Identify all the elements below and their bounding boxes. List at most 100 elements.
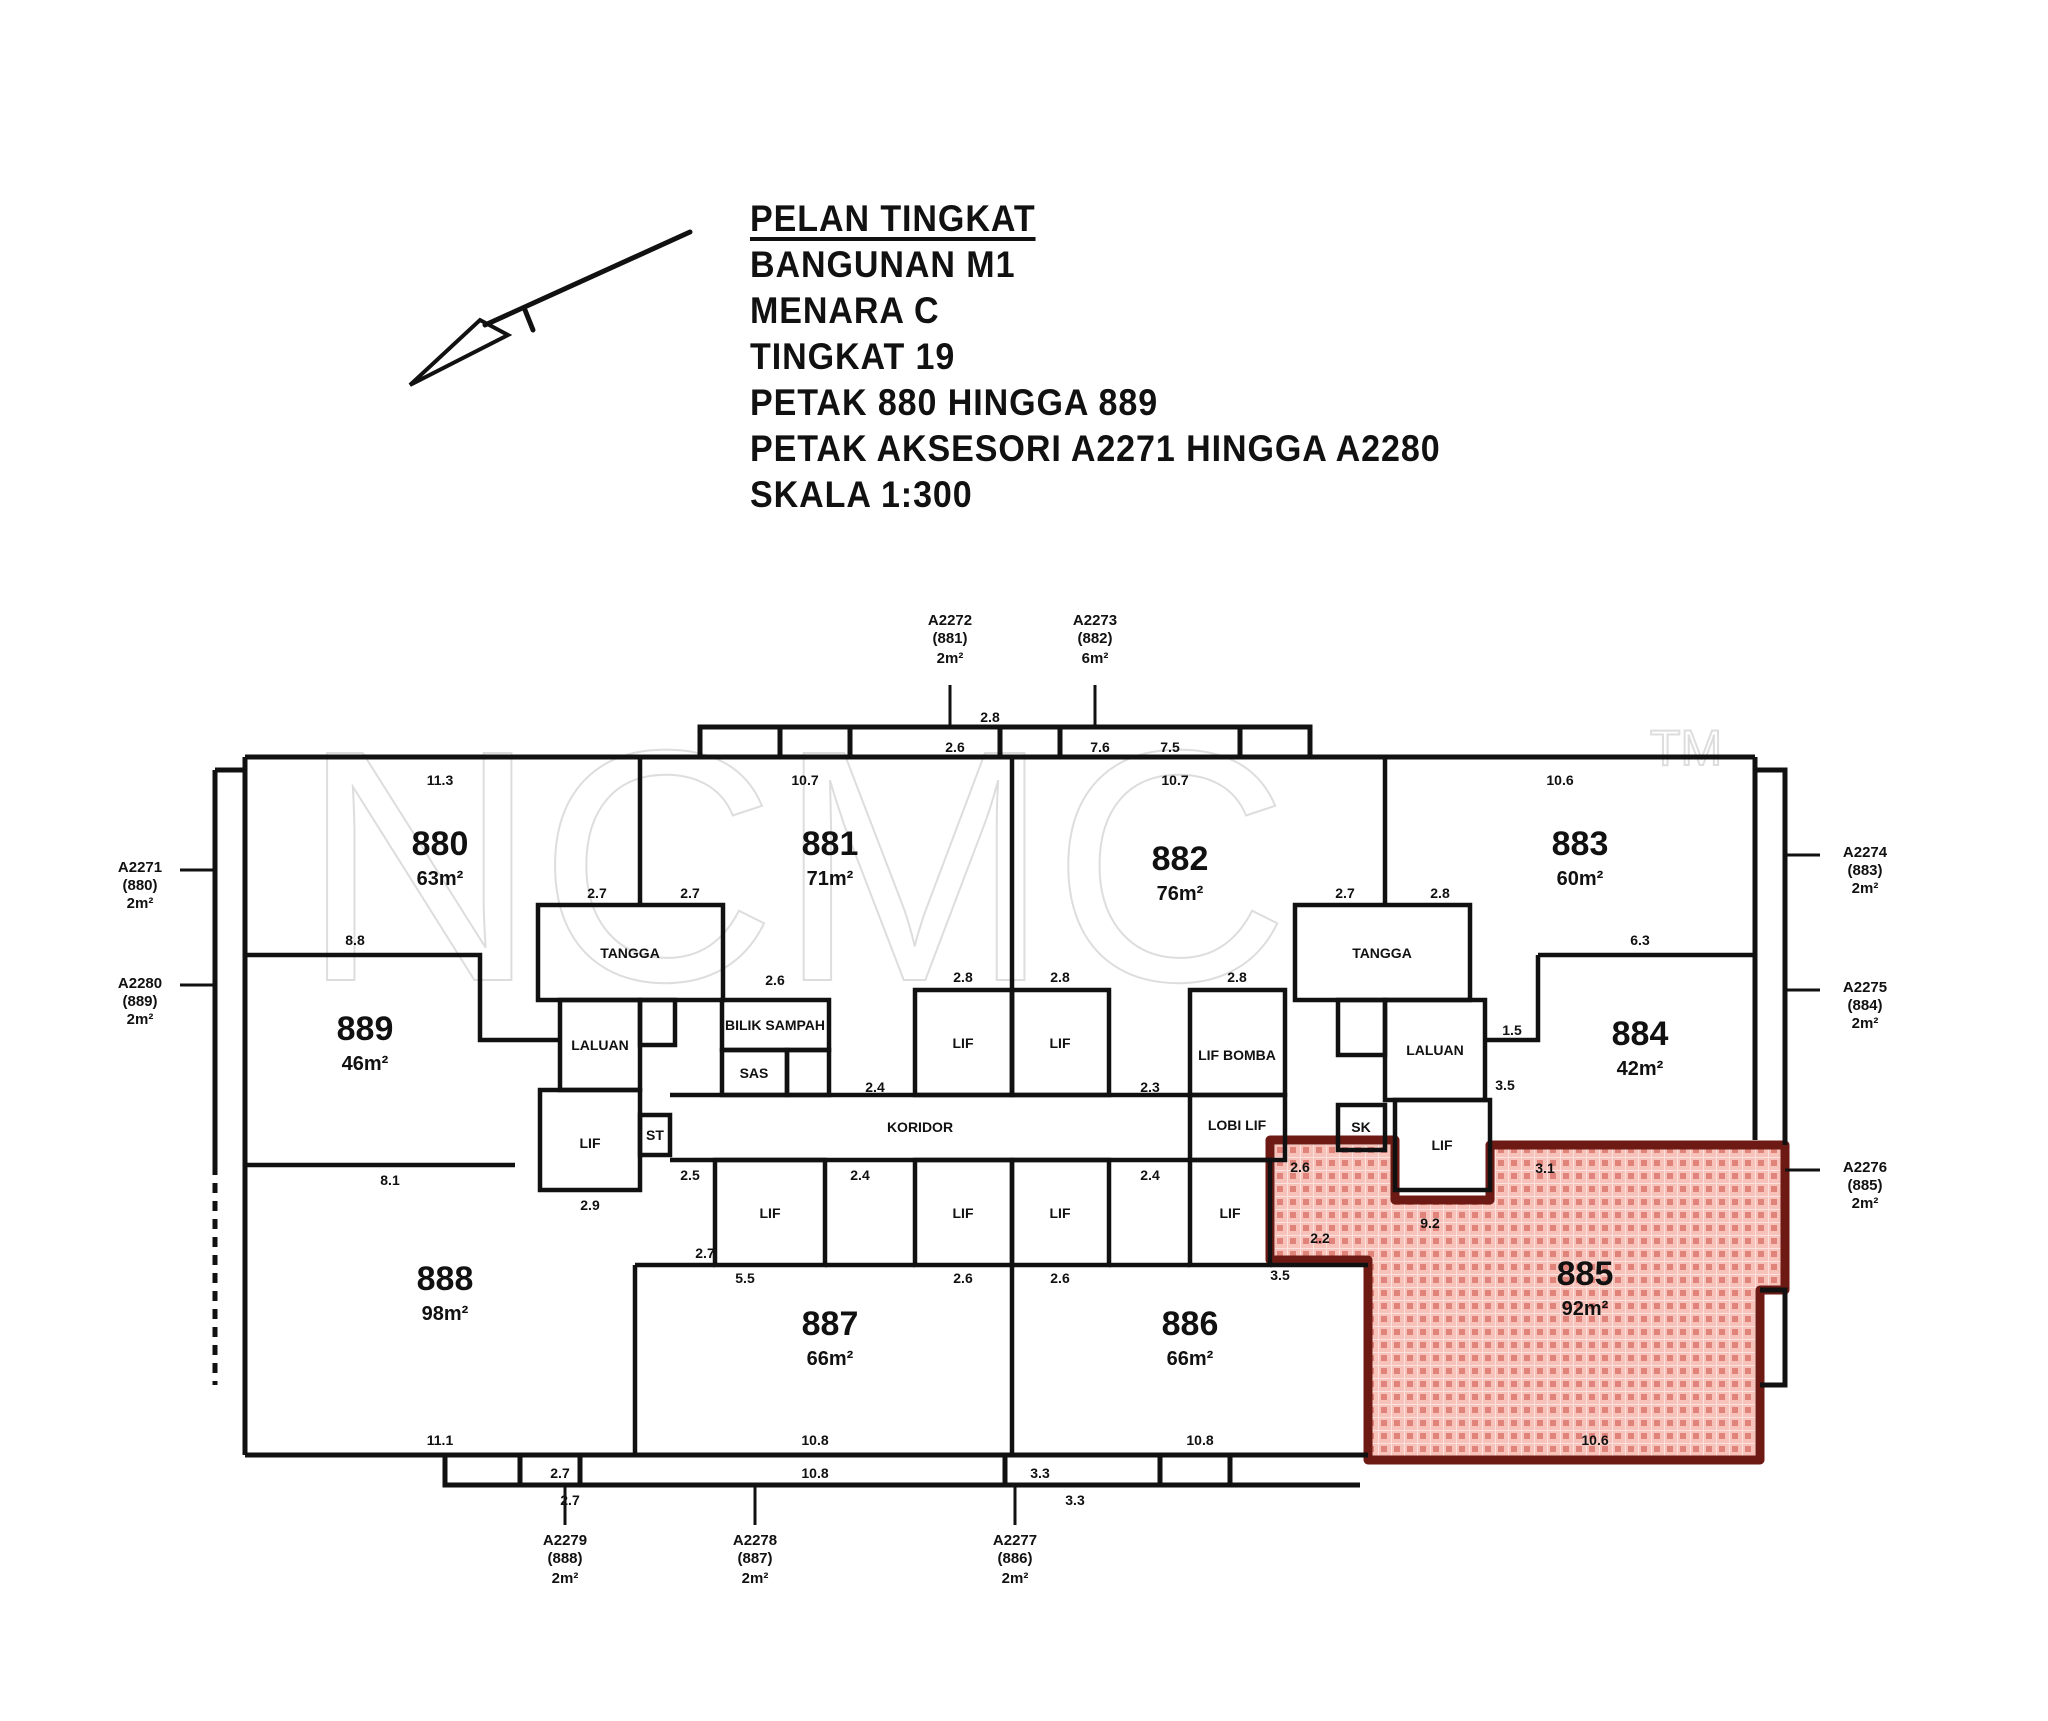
svg-text:2.3: 2.3 bbox=[1140, 1079, 1160, 1095]
svg-text:10.6: 10.6 bbox=[1546, 772, 1573, 788]
svg-text:(882): (882) bbox=[1077, 630, 1112, 647]
lif-label: LIF bbox=[1050, 1035, 1071, 1051]
svg-text:(889): (889) bbox=[122, 993, 157, 1010]
svg-text:2.4: 2.4 bbox=[850, 1167, 870, 1183]
svg-text:887: 887 bbox=[802, 1305, 859, 1343]
accessory-parcel-A2279[interactable]: A2279 (888) 2m² bbox=[543, 1532, 587, 1587]
watermark: NCMC TM bbox=[299, 680, 1723, 1051]
svg-text:60m²: 60m² bbox=[1557, 868, 1604, 890]
svg-text:3.5: 3.5 bbox=[1270, 1267, 1290, 1283]
lif-bomba-label: LIF BOMBA bbox=[1198, 1047, 1276, 1063]
accessory-parcel-A2274[interactable]: A2274 (883) 2m² bbox=[1843, 844, 1888, 897]
svg-text:2m²: 2m² bbox=[1852, 1195, 1879, 1212]
accessory-parcel-A2276[interactable]: A2276 (885) 2m² bbox=[1843, 1159, 1887, 1212]
svg-text:2.7: 2.7 bbox=[695, 1245, 715, 1261]
svg-text:2.9: 2.9 bbox=[580, 1197, 600, 1213]
svg-text:11.1: 11.1 bbox=[427, 1432, 454, 1448]
svg-text:2m²: 2m² bbox=[127, 895, 154, 912]
svg-text:2.8: 2.8 bbox=[1050, 969, 1070, 985]
svg-text:2.2: 2.2 bbox=[1310, 1230, 1330, 1246]
unit-885[interactable]: 885 92m² bbox=[1557, 1255, 1614, 1320]
svg-text:TM: TM bbox=[1650, 720, 1722, 776]
svg-text:6m²: 6m² bbox=[1082, 650, 1109, 667]
svg-text:2.7: 2.7 bbox=[680, 885, 700, 901]
svg-text:66m²: 66m² bbox=[807, 1348, 854, 1370]
svg-text:886: 886 bbox=[1162, 1305, 1219, 1343]
laluan-left-label: LALUAN bbox=[571, 1037, 629, 1053]
title-block: PELAN TINGKAT BANGUNAN M1 MENARA C TINGK… bbox=[750, 196, 1501, 518]
accessory-parcel-A2275[interactable]: A2275 (884) 2m² bbox=[1843, 979, 1887, 1032]
svg-text:A2280: A2280 bbox=[118, 975, 162, 992]
building-label: BANGUNAN M1 bbox=[750, 244, 1016, 285]
outer-walls bbox=[212, 724, 1788, 1488]
plan-heading: PELAN TINGKAT bbox=[750, 198, 1036, 239]
svg-text:2.5: 2.5 bbox=[680, 1167, 700, 1183]
unit-889[interactable]: 889 46m² bbox=[337, 1010, 394, 1075]
lif-label: LIF bbox=[1432, 1137, 1453, 1153]
svg-text:1.5: 1.5 bbox=[1502, 1022, 1522, 1038]
svg-text:2.8: 2.8 bbox=[1227, 969, 1247, 985]
svg-text:A2278: A2278 bbox=[733, 1532, 777, 1549]
unit-880[interactable]: 880 63m² bbox=[412, 825, 469, 890]
unit-881[interactable]: 881 71m² bbox=[802, 825, 859, 890]
svg-text:(885): (885) bbox=[1847, 1177, 1882, 1194]
svg-text:2.6: 2.6 bbox=[765, 972, 785, 988]
tangga-left-label: TANGGA bbox=[600, 945, 660, 961]
svg-text:(884): (884) bbox=[1847, 997, 1882, 1014]
unit-883[interactable]: 883 60m² bbox=[1552, 825, 1609, 890]
svg-text:8.1: 8.1 bbox=[380, 1172, 400, 1188]
floor-label: TINGKAT 19 bbox=[750, 336, 956, 377]
svg-text:2m²: 2m² bbox=[1002, 1570, 1029, 1587]
accessory-parcel-A2277[interactable]: A2277 (886) 2m² bbox=[993, 1532, 1037, 1587]
st-label: ST bbox=[646, 1127, 664, 1143]
svg-text:2.4: 2.4 bbox=[865, 1079, 885, 1095]
svg-text:2m²: 2m² bbox=[742, 1570, 769, 1587]
svg-text:76m²: 76m² bbox=[1157, 883, 1204, 905]
svg-text:2.7: 2.7 bbox=[1335, 885, 1355, 901]
svg-text:A2275: A2275 bbox=[1843, 979, 1887, 996]
svg-text:10.8: 10.8 bbox=[801, 1465, 828, 1481]
north-arrow-icon bbox=[408, 229, 693, 387]
accessory-parcel-A2278[interactable]: A2278 (887) 2m² bbox=[733, 1532, 777, 1587]
svg-text:92m²: 92m² bbox=[1562, 1298, 1609, 1320]
svg-text:883: 883 bbox=[1552, 825, 1609, 863]
svg-text:10.8: 10.8 bbox=[1186, 1432, 1213, 1448]
svg-text:(880): (880) bbox=[122, 877, 157, 894]
svg-text:2.7: 2.7 bbox=[587, 885, 607, 901]
koridor-label: KORIDOR bbox=[887, 1119, 953, 1135]
unit-882[interactable]: 882 76m² bbox=[1152, 840, 1209, 905]
accessory-parcel-A2272[interactable]: A2272 (881) 2m² bbox=[928, 612, 972, 667]
unit-884[interactable]: 884 42m² bbox=[1612, 1015, 1669, 1080]
svg-text:3.1: 3.1 bbox=[1535, 1160, 1555, 1176]
svg-text:2.7: 2.7 bbox=[550, 1465, 570, 1481]
accessory-parcel-A2280[interactable]: A2280 (889) 2m² bbox=[118, 975, 162, 1028]
svg-text:889: 889 bbox=[337, 1010, 394, 1048]
svg-text:A2272: A2272 bbox=[928, 612, 972, 629]
svg-text:2m²: 2m² bbox=[937, 650, 964, 667]
svg-text:2m²: 2m² bbox=[127, 1011, 154, 1028]
svg-text:7.5: 7.5 bbox=[1160, 739, 1180, 755]
tower-label: MENARA C bbox=[750, 290, 940, 331]
svg-text:11.3: 11.3 bbox=[427, 772, 454, 788]
sk-label: SK bbox=[1351, 1119, 1370, 1135]
svg-text:(887): (887) bbox=[737, 1550, 772, 1567]
unit-887[interactable]: 887 66m² bbox=[802, 1305, 859, 1370]
svg-text:46m²: 46m² bbox=[342, 1053, 389, 1075]
svg-text:A2271: A2271 bbox=[118, 859, 162, 876]
svg-text:A2274: A2274 bbox=[1843, 844, 1888, 861]
svg-text:98m²: 98m² bbox=[422, 1303, 469, 1325]
svg-text:10.7: 10.7 bbox=[791, 772, 818, 788]
unit-888[interactable]: 888 98m² bbox=[417, 1260, 474, 1325]
svg-text:66m²: 66m² bbox=[1167, 1348, 1214, 1370]
accessory-parcel-range-label: PETAK AKSESORI A2271 HINGGA A2280 bbox=[750, 428, 1441, 469]
svg-text:884: 884 bbox=[1612, 1015, 1669, 1053]
accessory-parcel-A2271[interactable]: A2271 (880) 2m² bbox=[118, 859, 162, 912]
accessory-parcel-A2273[interactable]: A2273 (882) 6m² bbox=[1073, 612, 1117, 667]
svg-text:2.4: 2.4 bbox=[1140, 1167, 1160, 1183]
unit-886[interactable]: 886 66m² bbox=[1162, 1305, 1219, 1370]
svg-text:7.6: 7.6 bbox=[1090, 739, 1110, 755]
unit-885-highlight[interactable] bbox=[1265, 1135, 1790, 1465]
svg-text:885: 885 bbox=[1557, 1255, 1614, 1293]
svg-text:2m²: 2m² bbox=[552, 1570, 579, 1587]
